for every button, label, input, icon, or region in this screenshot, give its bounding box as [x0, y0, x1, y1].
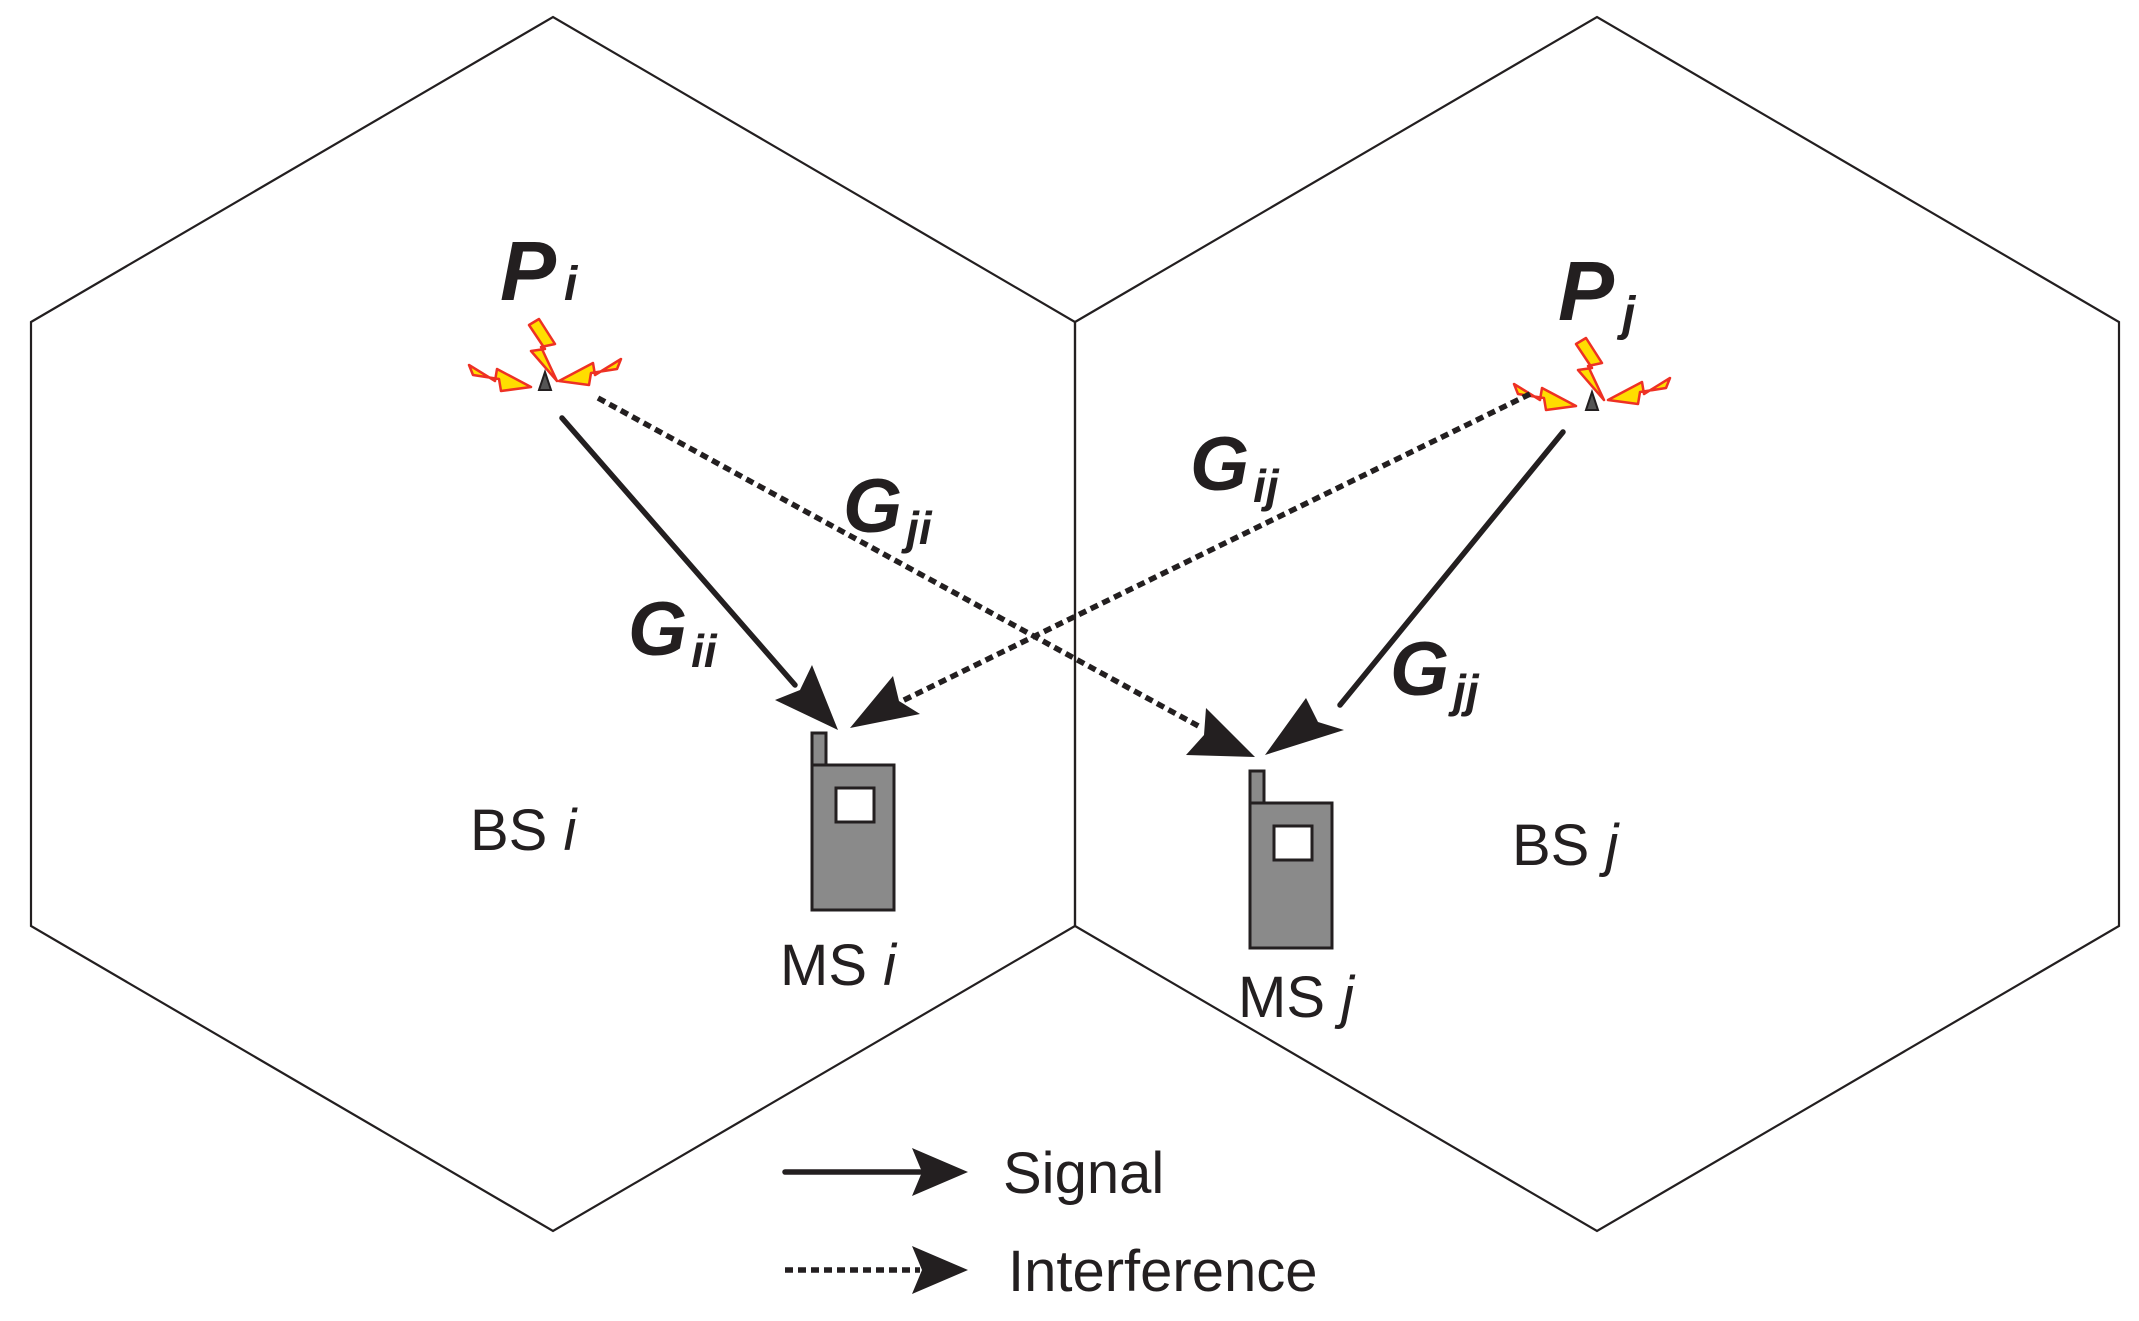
gain-label-ij: Gij — [1190, 422, 1280, 512]
station-label-bs-i: BS i — [470, 798, 579, 863]
cell-i-hexagon — [29, 15, 1077, 1233]
signal-arrowhead-ii — [775, 665, 838, 730]
legend-interference-arrowhead — [912, 1246, 968, 1294]
legend: Signal Interference — [782, 1141, 1318, 1304]
phone-icon-ms-j — [1248, 769, 1334, 950]
interference-arrowhead-ij — [850, 676, 920, 728]
gain-label-ii: Gii — [628, 587, 718, 677]
signal-arrow-ii — [559, 415, 798, 688]
interference-arrow-ji — [596, 395, 1204, 731]
phone-icon-ms-i — [810, 731, 896, 912]
gain-label-ji: Gji — [843, 464, 933, 554]
legend-interference-label: Interference — [1008, 1239, 1318, 1304]
station-label-bs-j: BS j — [1512, 813, 1621, 878]
signal-arrow-jj — [1337, 429, 1566, 708]
cell-j-hexagon — [1073, 15, 2121, 1233]
station-label-ms-i: MS i — [780, 933, 898, 998]
station-label-ms-j: MS j — [1238, 965, 1356, 1030]
legend-signal-label: Signal — [1003, 1141, 1164, 1206]
tower-icon-bs-i — [476, 371, 614, 769]
interference-arrowhead-ji — [1186, 708, 1255, 757]
legend-signal-arrowhead — [912, 1148, 968, 1196]
gain-label-jj: Gjj — [1390, 627, 1480, 717]
signal-arrowhead-jj — [1265, 698, 1344, 755]
